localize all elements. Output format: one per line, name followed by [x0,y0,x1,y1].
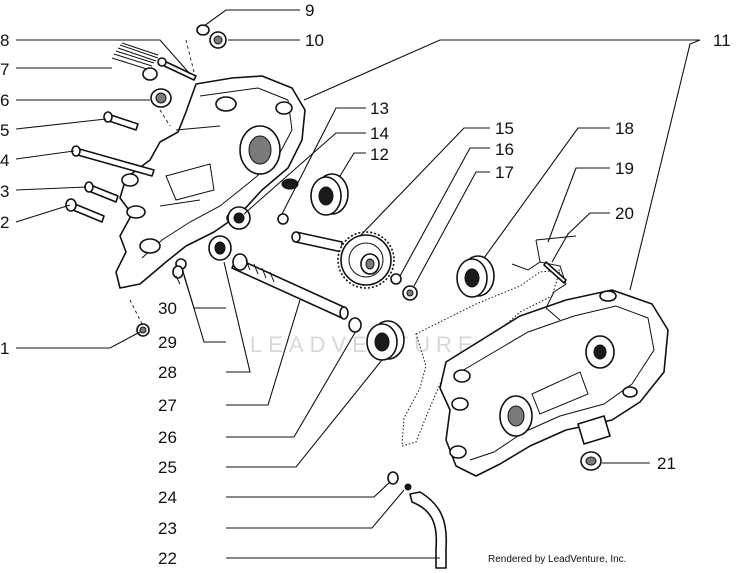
callout-18: 18 [615,119,634,138]
callout-8: 8 [0,31,9,50]
nut-part-10 [209,31,227,49]
callout-15: 15 [495,119,514,138]
gear-shaft-part-15 [291,231,343,253]
bolt-part-3 [84,181,119,203]
fitting-part-30 [172,265,184,285]
hose-part-22 [409,491,448,569]
callout-numbers: 8 7 6 5 4 3 2 1 9 10 11 13 14 12 15 16 1… [0,1,731,568]
callout-29: 29 [158,333,177,352]
callout-13: 13 [370,99,389,118]
callout-10: 10 [305,31,324,50]
gasket [401,269,561,447]
bearing-part-18 [456,255,495,298]
callout-12: 12 [370,145,389,164]
callout-22: 22 [158,549,177,568]
bolt-part-5 [103,111,139,131]
clip-part-23 [404,483,412,491]
callout-24: 24 [158,488,177,507]
callout-4: 4 [0,151,9,170]
callout-6: 6 [0,91,9,110]
callout-30: 30 [158,299,177,318]
washer-part-13 [277,213,289,225]
watermark-text: LEADVENTURE [250,332,479,357]
nut-part-1 [136,323,150,337]
bearing-part-25 [366,320,405,361]
right-crankcase-half [439,289,669,477]
washer-part-16 [390,273,402,285]
callout-26: 26 [158,428,177,447]
fitting-part-24 [387,471,399,485]
left-crankcase-half [115,75,306,289]
callout-16: 16 [495,140,514,159]
callout-21: 21 [657,454,676,473]
callout-11: 11 [713,31,731,50]
callout-27: 27 [158,396,177,415]
seal-part-6 [150,88,172,108]
bearing-part-12 [310,173,349,216]
render-credit: Rendered by LeadVenture, Inc. [488,554,626,565]
bearing-part-14 [227,206,251,230]
oring-part-26 [348,317,362,333]
callout-1: 1 [0,339,9,358]
bracket-part-19 [511,235,577,321]
bolt-part-2 [65,198,105,223]
callout-5: 5 [0,121,9,140]
spring-part-7 [111,42,159,81]
callout-20: 20 [615,204,634,223]
leader-lines [15,9,701,559]
bearing-part-28 [208,235,232,261]
seal-part-21 [580,451,602,471]
circlip-part-9 [196,24,210,36]
nut-part-17 [402,285,418,301]
pin-part-20 [543,261,567,284]
bolt-part-8 [157,57,197,81]
gear-part-15 [337,231,395,289]
callout-2: 2 [0,213,9,232]
callout-14: 14 [370,124,389,143]
callout-9: 9 [305,1,314,20]
callout-28: 28 [158,363,177,382]
long-bolt-part-4 [71,145,155,177]
callout-17: 17 [495,163,514,182]
callout-19: 19 [615,159,634,178]
callout-7: 7 [0,60,9,79]
shaft-part-27 [231,253,349,320]
callout-23: 23 [158,519,177,538]
callout-3: 3 [0,182,9,201]
callout-25: 25 [158,458,177,477]
